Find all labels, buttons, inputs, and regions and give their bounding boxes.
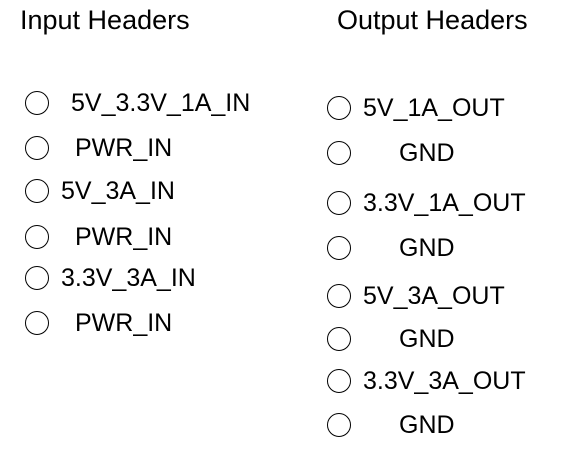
output-pin: 3.3V_1A_OUT — [327, 188, 526, 218]
pin-label: GND — [399, 234, 455, 262]
input-pin: PWR_IN — [25, 222, 172, 252]
pin-circle-icon — [25, 266, 49, 290]
pin-circle-icon — [25, 91, 49, 115]
pin-circle-icon — [327, 369, 351, 393]
output-pin: GND — [327, 410, 455, 440]
pin-label: 3.3V_3A_OUT — [363, 367, 526, 395]
pin-label: PWR_IN — [75, 134, 173, 162]
input-pin: PWR_IN — [25, 308, 172, 338]
pin-circle-icon — [327, 141, 351, 165]
pin-label: GND — [399, 325, 455, 353]
pin-label: 3.3V_1A_OUT — [363, 189, 526, 217]
pin-circle-icon — [327, 96, 351, 120]
pin-circle-icon — [327, 191, 351, 215]
pin-label: 5V_1A_OUT — [363, 94, 505, 122]
output-headers-title: Output Headers — [337, 5, 528, 35]
pin-label: GND — [399, 411, 455, 439]
pin-label: 3.3V_3A_IN — [61, 264, 196, 292]
output-pin: 5V_1A_OUT — [327, 93, 505, 123]
pin-circle-icon — [25, 311, 49, 335]
pin-label: GND — [399, 139, 455, 167]
pin-circle-icon — [25, 225, 49, 249]
output-pin: 3.3V_3A_OUT — [327, 366, 526, 396]
output-pin: GND — [327, 233, 455, 263]
input-pin: 5V_3.3V_1A_IN — [25, 88, 250, 118]
output-pin: GND — [327, 138, 455, 168]
pin-label: PWR_IN — [75, 309, 173, 337]
pin-circle-icon — [327, 236, 351, 260]
input-pin: PWR_IN — [25, 133, 172, 163]
pin-circle-icon — [327, 327, 351, 351]
input-headers-title: Input Headers — [20, 5, 190, 35]
pin-label: 5V_3A_IN — [61, 177, 175, 205]
pin-label: 5V_3.3V_1A_IN — [71, 89, 251, 117]
pin-label: 5V_3A_OUT — [363, 282, 505, 310]
pin-label: PWR_IN — [75, 223, 173, 251]
pin-circle-icon — [327, 284, 351, 308]
output-pin: GND — [327, 324, 455, 354]
pin-circle-icon — [327, 413, 351, 437]
pin-circle-icon — [25, 179, 49, 203]
input-pin: 5V_3A_IN — [25, 176, 175, 206]
output-pin: 5V_3A_OUT — [327, 281, 505, 311]
input-pin: 3.3V_3A_IN — [25, 263, 196, 293]
pin-circle-icon — [25, 136, 49, 160]
